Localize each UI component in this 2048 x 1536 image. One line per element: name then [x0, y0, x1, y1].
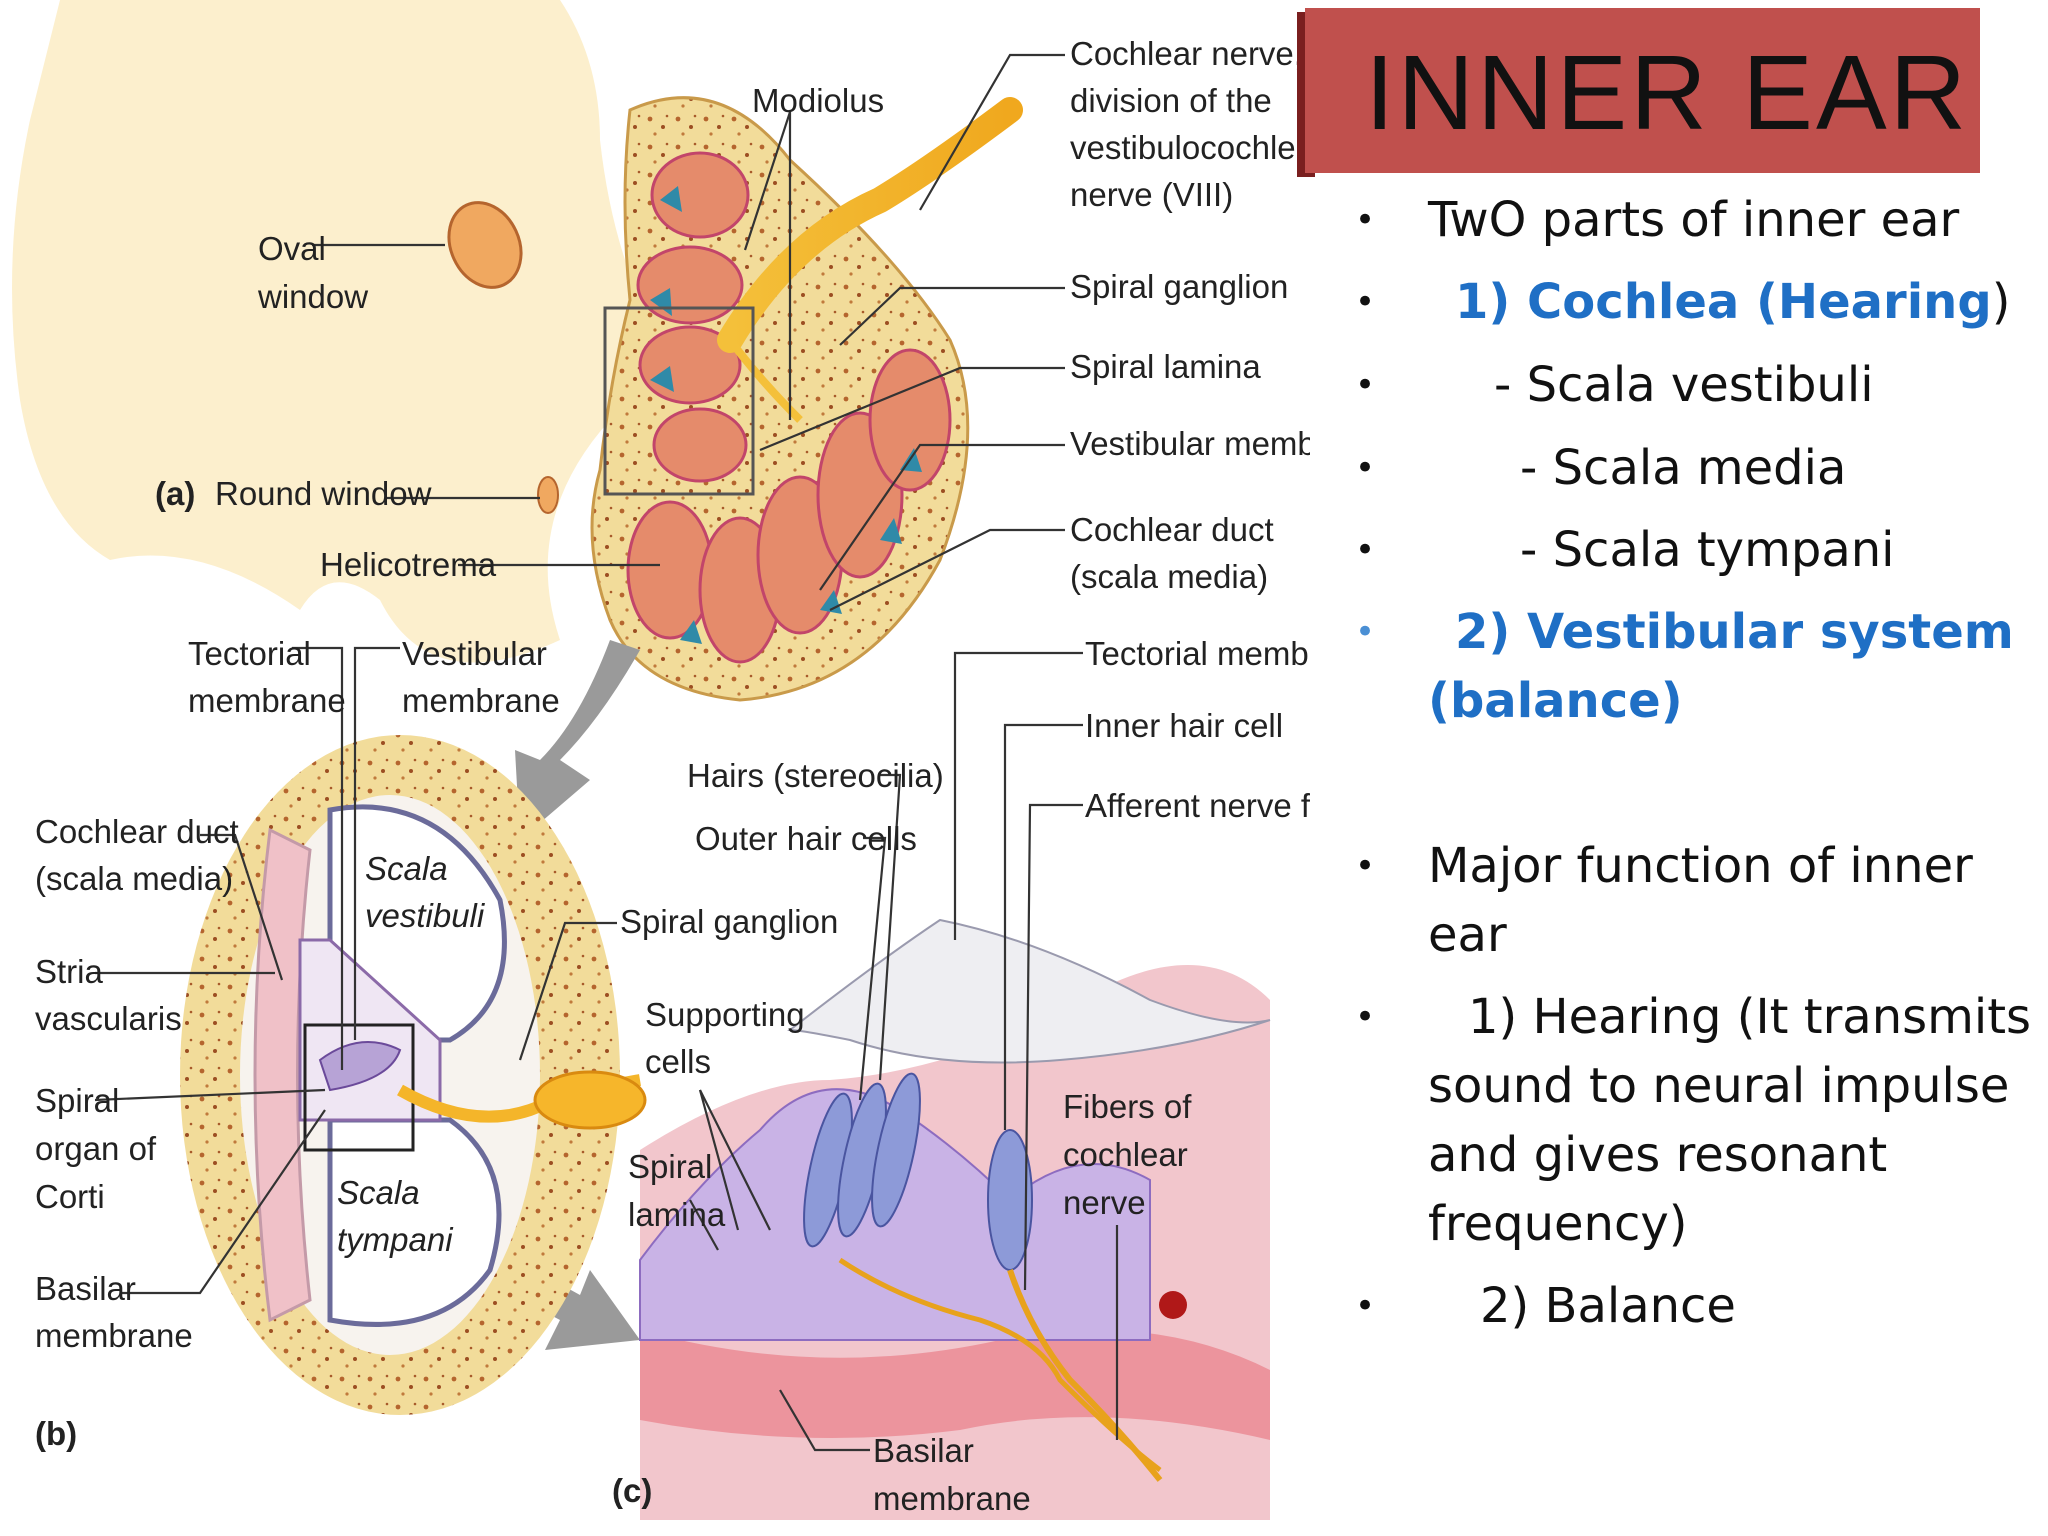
spiral-ganglion-shape — [533, 1070, 647, 1130]
label-cochlear-nerve: division of the — [1070, 82, 1272, 119]
label-supporting-cells: Supporting — [645, 996, 805, 1033]
cochlear-turn — [868, 348, 952, 492]
bullet-text-cont: ear — [1428, 907, 1507, 963]
oval-window-shape — [447, 201, 523, 289]
label-afferent-nerve-fibers: Afferent nerve fibers — [1085, 787, 1310, 824]
label-cochlear-duct-b: (scala media) — [35, 860, 233, 897]
label-vestibular-membrane-b: Vestibular — [402, 635, 547, 672]
label-spiral-lamina-c: lamina — [628, 1196, 726, 1233]
bullet-dot: • — [1355, 200, 1376, 240]
bullet-text-cont: frequency) — [1428, 1196, 1688, 1252]
bullet-dot: • — [1355, 1286, 1376, 1326]
afferent-fibers — [838, 1257, 1162, 1472]
bullet-dot: • — [1355, 530, 1376, 570]
label-spiral-organ: organ of — [35, 1130, 157, 1167]
bullet-text: Major function of inner — [1428, 838, 1973, 894]
bullet-text: 1) Cochlea (Hearing) — [1455, 268, 2010, 337]
label-oval-window: Oval — [258, 230, 326, 267]
bullet-text: 2) Vestibular system — [1455, 604, 2014, 660]
outer-hair-cell — [871, 1072, 921, 1228]
blood-vessel — [1159, 1291, 1187, 1319]
label-spiral-organ: Corti — [35, 1178, 105, 1215]
label-tectorial-membrane: Tectorial — [188, 635, 311, 672]
bullet-text-cont: (balance) — [1428, 673, 1683, 729]
bullet-dot: • — [1355, 997, 1376, 1037]
cochlear-turn — [636, 245, 744, 325]
label-scala-tympani: tympani — [337, 1221, 454, 1258]
label-vestibular-membrane-b: membrane — [402, 682, 560, 719]
panel-a-cochlea-section: Modiolus Cochlear nerve, division of the… — [12, 0, 1310, 702]
label-round-window: Round window — [215, 475, 432, 512]
bullet-highlight: 1) Cochlea (Hearing — [1455, 274, 1992, 330]
zoom-box-b — [303, 1023, 415, 1152]
label-spiral-lamina-c: Spiral — [628, 1148, 712, 1185]
organ-of-corti-shape — [318, 1041, 402, 1092]
bullet-text: TwO parts of inner ear — [1428, 192, 1960, 248]
label-tectorial-membrane-c: Tectorial membrane — [1085, 635, 1310, 672]
label-stria-vascularis: Stria — [35, 953, 104, 990]
panel-c-tag: (c) — [612, 1472, 652, 1509]
label-spiral-lamina: Spiral lamina — [1070, 348, 1261, 385]
label-spiral-organ: Spiral — [35, 1082, 119, 1119]
bullet-dot: • — [1355, 448, 1376, 488]
label-basilar-membrane-b: membrane — [35, 1317, 193, 1354]
bullet-text: - Scala vestibuli — [1494, 357, 1874, 413]
label-oval-window: window — [257, 278, 368, 315]
bullet-text: 2) Balance — [1480, 1278, 1736, 1334]
bullet-dot: • — [1355, 612, 1376, 652]
label-cochlear-duct: Cochlear duct — [1070, 511, 1274, 548]
bullet-text-cont: sound to neural impulse — [1428, 1058, 2010, 1114]
bullet-dot: • — [1355, 282, 1376, 322]
panel-b-tag: (b) — [35, 1415, 77, 1452]
zoom-box — [603, 306, 755, 496]
panel-c-organ-of-corti: Tectorial membrane Inner hair cell Hairs… — [612, 635, 1310, 1520]
label-helicotrema: Helicotrema — [320, 546, 497, 583]
bullet-text: 1) Hearing (It transmits — [1468, 989, 2032, 1045]
label-hairs-stereocilia: Hairs (stereocilia) — [687, 757, 944, 794]
bullet-text-cont: and gives resonant — [1428, 1127, 1888, 1183]
label-basilar-membrane-c: Basilar — [873, 1432, 974, 1469]
arrow-a-to-b — [515, 640, 640, 840]
label-fibers-cochlear-nerve: Fibers of — [1063, 1088, 1192, 1125]
scala-tympani-space — [327, 1117, 502, 1327]
label-fibers-cochlear-nerve: cochlear — [1063, 1136, 1188, 1173]
title-banner — [1305, 8, 1980, 173]
label-stria-vascularis: vascularis — [35, 1000, 182, 1037]
label-basilar-membrane-c: membrane — [873, 1480, 1031, 1517]
basilar-membrane-band — [640, 1330, 1270, 1440]
label-cochlear-duct-b: Cochlear duct — [35, 813, 239, 850]
label-spiral-ganglion: Spiral ganglion — [1070, 268, 1288, 305]
bullet-text: - Scala tympani — [1520, 522, 1895, 578]
tectorial-membrane-shape — [787, 918, 1271, 1064]
label-supporting-cells: cells — [645, 1043, 711, 1080]
panel-a-tag: (a) — [155, 475, 195, 512]
label-cochlear-nerve: nerve (VIII) — [1070, 176, 1233, 213]
label-scala-vestibuli: vestibuli — [365, 897, 486, 934]
bullet-dot: • — [1355, 846, 1376, 886]
label-fibers-cochlear-nerve: nerve — [1063, 1184, 1146, 1221]
label-tectorial-membrane: membrane — [188, 682, 346, 719]
slide-title: INNER EAR — [1365, 34, 1970, 152]
label-vestibular-membrane: Vestibular membrane — [1070, 425, 1310, 462]
cochlear-turn — [650, 151, 750, 239]
label-spiral-ganglion-b: Spiral ganglion — [620, 903, 838, 940]
label-scala-tympani: Scala — [337, 1174, 420, 1211]
bullet-suffix: ) — [1991, 274, 2011, 330]
bullet-dot: • — [1355, 365, 1376, 405]
cochlear-turn — [652, 407, 748, 483]
cochlear-nerve-bundle — [717, 97, 1023, 353]
label-inner-hair-cell: Inner hair cell — [1085, 707, 1283, 744]
inner-ear-diagram: Modiolus Cochlear nerve, division of the… — [12, 0, 1310, 1520]
bullet-text: - Scala media — [1520, 440, 1847, 496]
label-outer-hair-cells: Outer hair cells — [695, 820, 917, 857]
cochlear-turn — [626, 500, 714, 640]
round-window-shape — [537, 476, 559, 514]
label-basilar-membrane-b: Basilar — [35, 1270, 136, 1307]
label-cochlear-duct: (scala media) — [1070, 558, 1268, 595]
label-scala-vestibuli: Scala — [365, 850, 448, 887]
panel-b-cross-section: Tectorial membrane Vestibular membrane C… — [35, 635, 838, 1452]
label-cochlear-nerve: Cochlear nerve, — [1070, 35, 1303, 72]
label-cochlear-nerve: vestibulocochlear — [1070, 129, 1310, 166]
label-modiolus: Modiolus — [752, 82, 884, 119]
